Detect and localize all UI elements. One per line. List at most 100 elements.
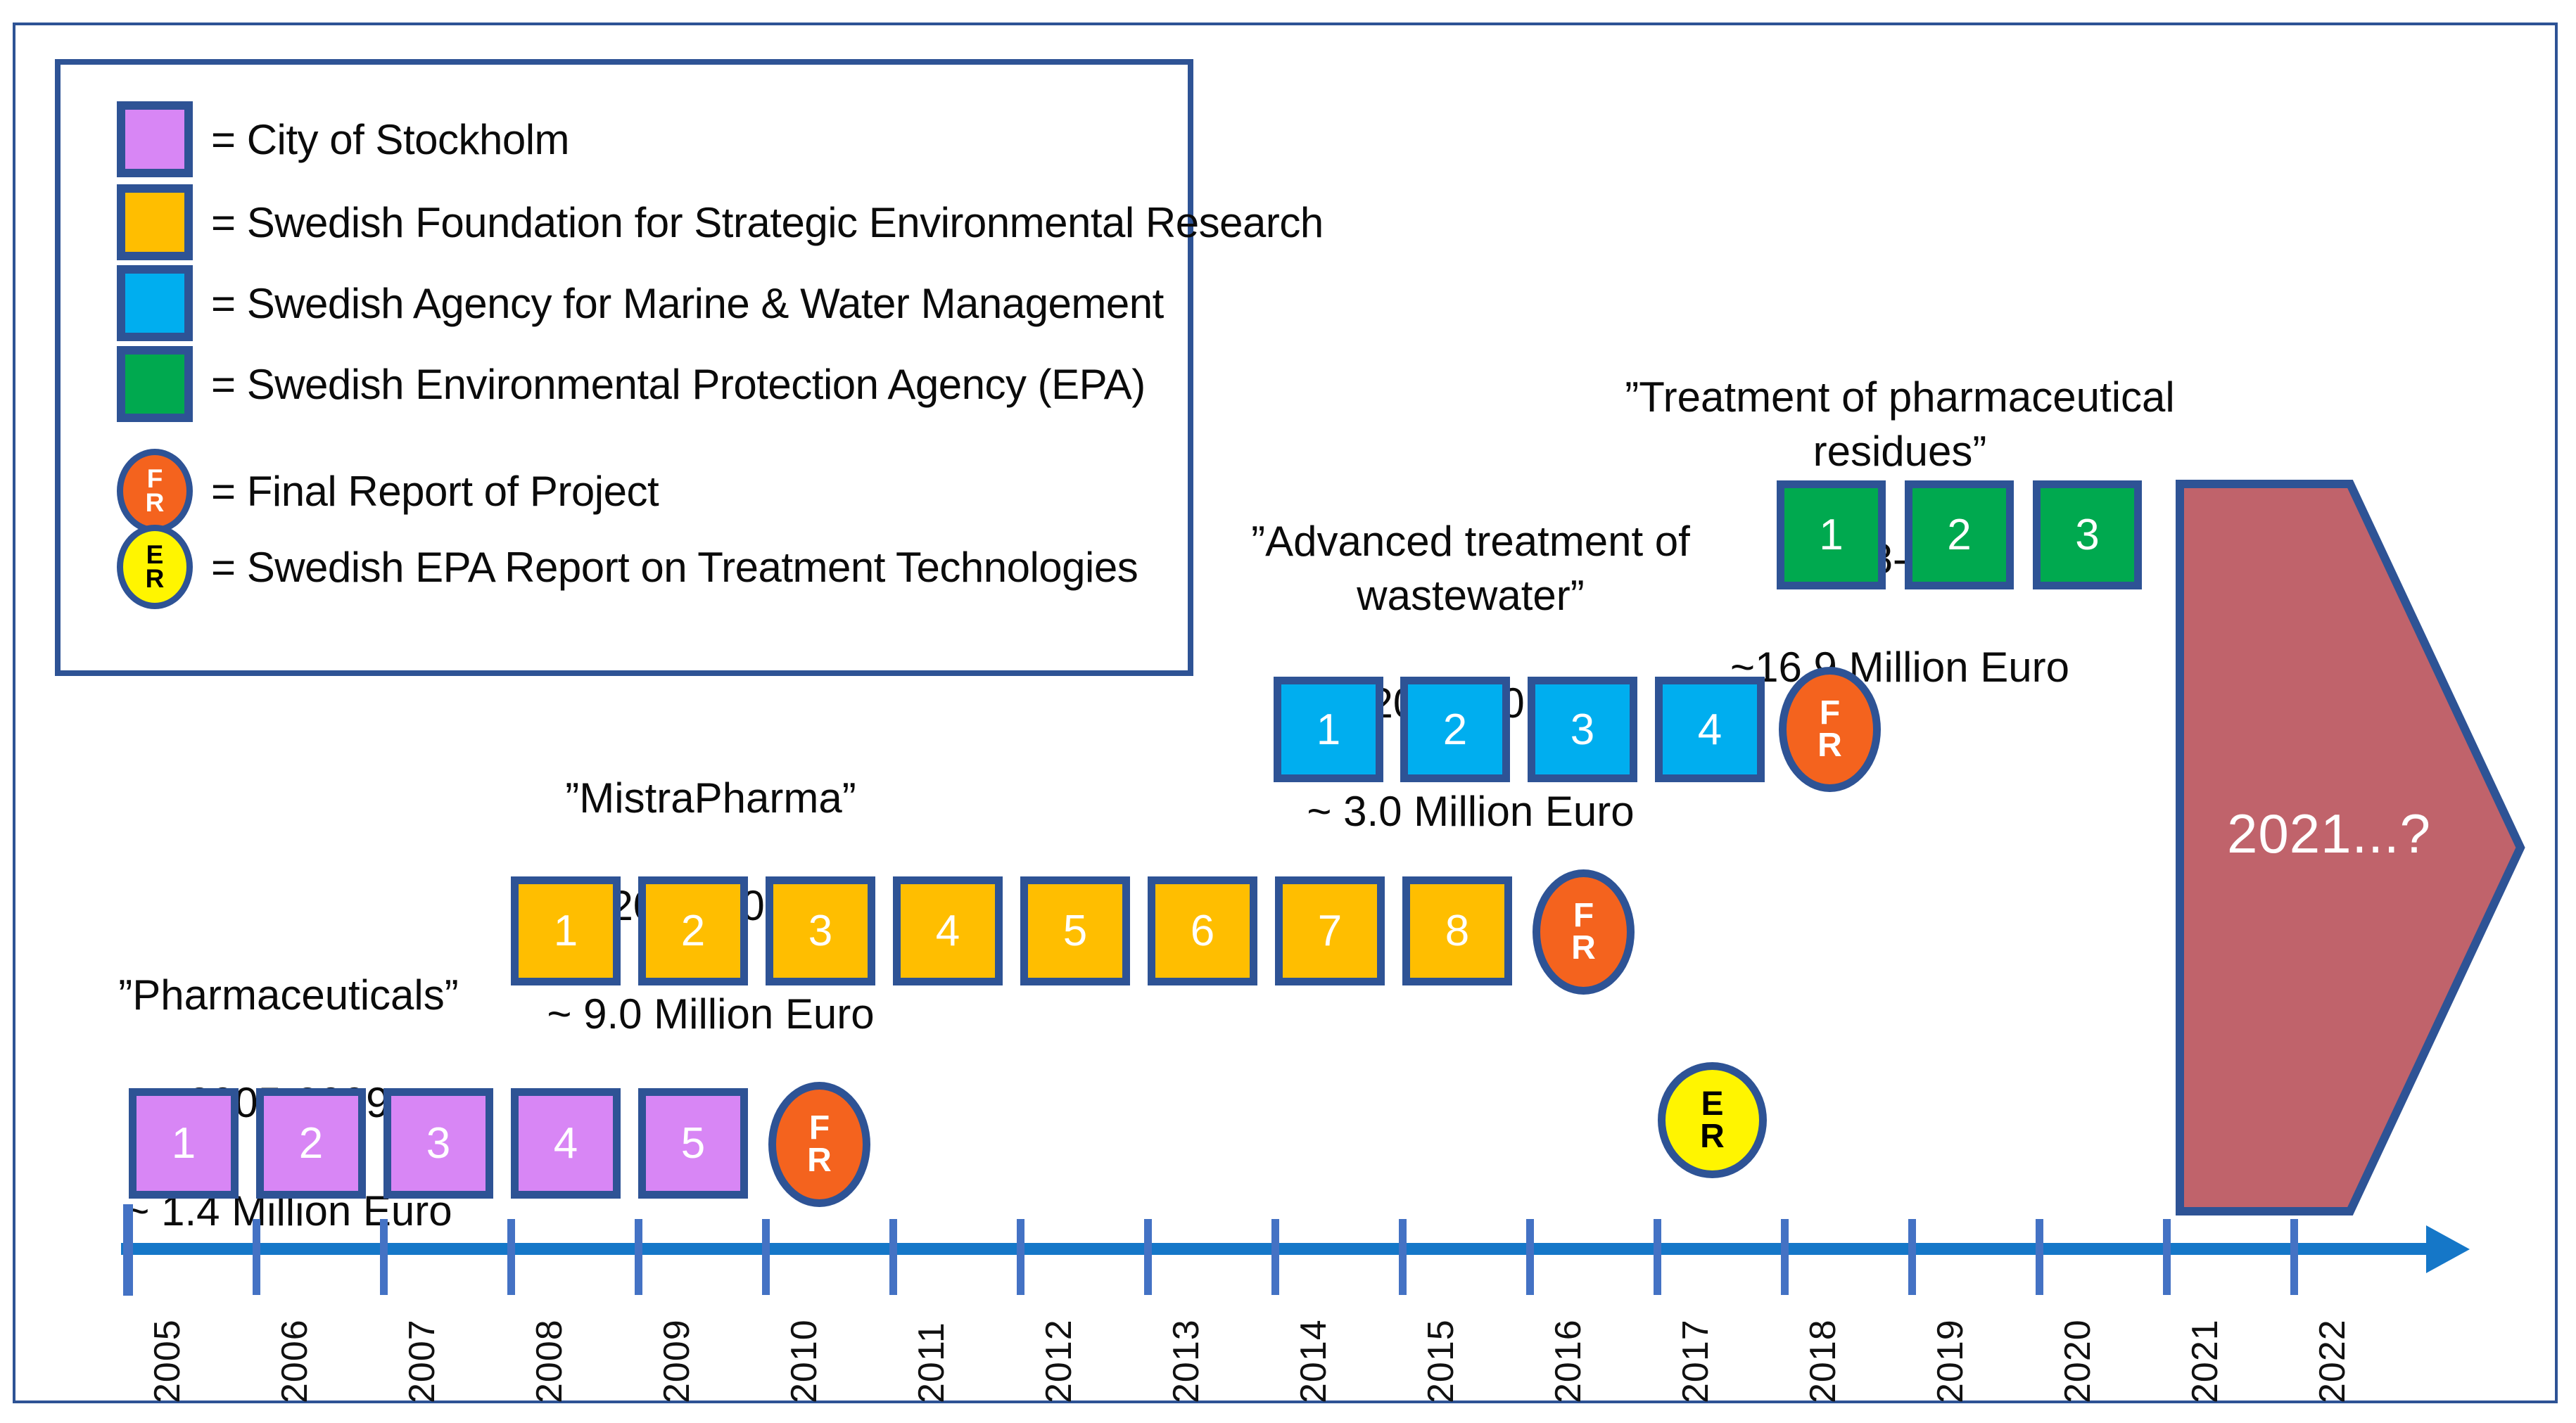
project-year-box-label: 2 <box>680 907 706 955</box>
future-arrow-label: 2021...? <box>2227 803 2431 864</box>
epa-report-icon-line2: R <box>145 564 165 593</box>
final-report-marker-line2: R <box>807 1142 832 1179</box>
axis-year-label: 2013 <box>1166 1319 1207 1403</box>
project-year-box: 3 <box>2033 480 2142 589</box>
project-title-pharmaceuticals: ”Pharmaceuticals” <box>118 971 459 1019</box>
final-report-marker-line1: F <box>808 1109 830 1147</box>
final-report-icon: F R <box>117 449 193 533</box>
legend-item-epa-report: E R = Swedish EPA Report on Treatment Te… <box>117 525 1138 609</box>
project-year-box-label: 1 <box>1316 705 1341 754</box>
project-year-box-label: 2 <box>1947 511 1972 559</box>
axis-year-label: 2012 <box>1039 1319 1079 1403</box>
timeline-axis-arrowhead <box>2426 1225 2470 1273</box>
project-year-box: 5 <box>638 1088 748 1199</box>
axis-tick <box>635 1219 642 1295</box>
axis-tick <box>1017 1219 1024 1295</box>
axis-year-label: 2017 <box>1675 1319 1716 1403</box>
project-year-box-label: 3 <box>2075 511 2100 559</box>
project-year-box: 4 <box>893 876 1003 985</box>
project-year-box: 1 <box>511 876 621 985</box>
project-year-box-label: 5 <box>1062 907 1088 955</box>
legend-label-marine-water: = Swedish Agency for Marine & Water Mana… <box>211 279 1164 327</box>
project-year-box: 2 <box>1905 480 2014 589</box>
project-year-box-label: 4 <box>1697 705 1722 754</box>
axis-year-label: 2014 <box>1293 1319 1334 1403</box>
axis-year-label: 2005 <box>147 1319 188 1403</box>
project-year-box: 2 <box>1400 677 1510 782</box>
axis-tick <box>2036 1219 2043 1295</box>
axis-tick <box>762 1219 770 1295</box>
project-year-box: 2 <box>638 876 748 985</box>
final-report-marker-line2: R <box>1817 727 1842 764</box>
axis-tick <box>1781 1219 1789 1295</box>
project-year-box: 3 <box>766 876 875 985</box>
project-year-box: 1 <box>129 1088 239 1199</box>
axis-tick <box>380 1219 388 1295</box>
legend-item-city-of-stockholm: = City of Stockholm <box>117 101 570 177</box>
project-year-box-label: 3 <box>1570 705 1595 754</box>
project-year-box-label: 1 <box>171 1119 196 1168</box>
final-report-icon-line2: R <box>145 488 165 517</box>
project-title-treatment-residues: ”Treatment of pharmaceutical residues” <box>1625 373 2175 475</box>
axis-tick <box>507 1219 515 1295</box>
project-year-box: 5 <box>1020 876 1130 985</box>
project-year-box: 8 <box>1402 876 1512 985</box>
project-title-advanced-treatment: ”Advanced treatment of wastewater” <box>1251 517 1690 619</box>
project-year-box: 3 <box>1528 677 1637 782</box>
axis-tick <box>1654 1219 1661 1295</box>
project-year-box-label: 6 <box>1190 907 1215 955</box>
legend-item-final-report: F R = Final Report of Project <box>117 449 659 533</box>
legend-label-final-report: = Final Report of Project <box>211 467 659 515</box>
axis-year-label: 2018 <box>1803 1319 1844 1403</box>
legend-swatch-orange <box>117 184 193 260</box>
axis-year-label: 2020 <box>2057 1319 2098 1403</box>
axis-tick <box>253 1219 260 1295</box>
legend-swatch-green <box>117 346 193 422</box>
axis-year-label: 2019 <box>1930 1319 1971 1403</box>
axis-year-label: 2022 <box>2312 1319 2353 1403</box>
axis-tick <box>123 1204 133 1296</box>
axis-tick <box>1144 1219 1152 1295</box>
final-report-marker: F R <box>1779 667 1881 792</box>
project-year-box: 1 <box>1274 677 1383 782</box>
axis-year-label: 2009 <box>656 1319 697 1403</box>
legend-item-mistra: = Swedish Foundation for Strategic Envir… <box>117 184 1324 260</box>
project-title-mistrapharma: ”MistraPharma” <box>565 774 856 822</box>
project-year-box: 4 <box>511 1088 621 1199</box>
project-year-box-label: 5 <box>680 1119 706 1168</box>
epa-report-marker-line2: R <box>1700 1117 1725 1155</box>
axis-year-label: 2015 <box>1421 1319 1461 1403</box>
axis-year-label: 2011 <box>911 1322 952 1403</box>
axis-tick <box>889 1219 897 1295</box>
final-report-marker-line2: R <box>1571 929 1596 966</box>
future-arrow-shape <box>2174 478 2526 1217</box>
legend-label-epa: = Swedish Environmental Protection Agenc… <box>211 360 1146 408</box>
page-border <box>13 23 2558 1403</box>
axis-tick <box>2163 1219 2171 1295</box>
axis-tick <box>1271 1219 1279 1295</box>
project-budget-advanced-treatment: ~ 3.0 Million Euro <box>1307 787 1635 835</box>
legend-item-epa: = Swedish Environmental Protection Agenc… <box>117 346 1146 422</box>
final-report-marker-line1: F <box>1819 694 1841 732</box>
project-year-box-label: 3 <box>426 1119 451 1168</box>
project-year-box-label: 4 <box>935 907 960 955</box>
final-report-marker: F R <box>1533 869 1635 995</box>
axis-tick <box>1908 1219 1916 1295</box>
final-report-icon-line1: F <box>146 464 163 493</box>
project-budget-treatment-residues: ~16.9 Million Euro <box>1730 643 2069 691</box>
project-year-box: 2 <box>256 1088 366 1199</box>
legend-swatch-cyan <box>117 265 193 341</box>
project-year-box-label: 3 <box>808 907 833 955</box>
axis-tick <box>1526 1219 1534 1295</box>
axis-year-label: 2016 <box>1548 1319 1589 1403</box>
project-year-box: 6 <box>1148 876 1257 985</box>
epa-report-marker-line1: E <box>1701 1085 1724 1123</box>
legend-label-city-of-stockholm: = City of Stockholm <box>211 115 570 163</box>
axis-tick <box>2290 1219 2298 1295</box>
axis-year-label: 2010 <box>784 1319 825 1403</box>
final-report-marker: F R <box>768 1082 870 1207</box>
project-year-box: 3 <box>383 1088 493 1199</box>
project-year-box-label: 2 <box>298 1119 324 1168</box>
project-year-box-label: 4 <box>553 1119 578 1168</box>
project-year-box-label: 7 <box>1317 907 1343 955</box>
